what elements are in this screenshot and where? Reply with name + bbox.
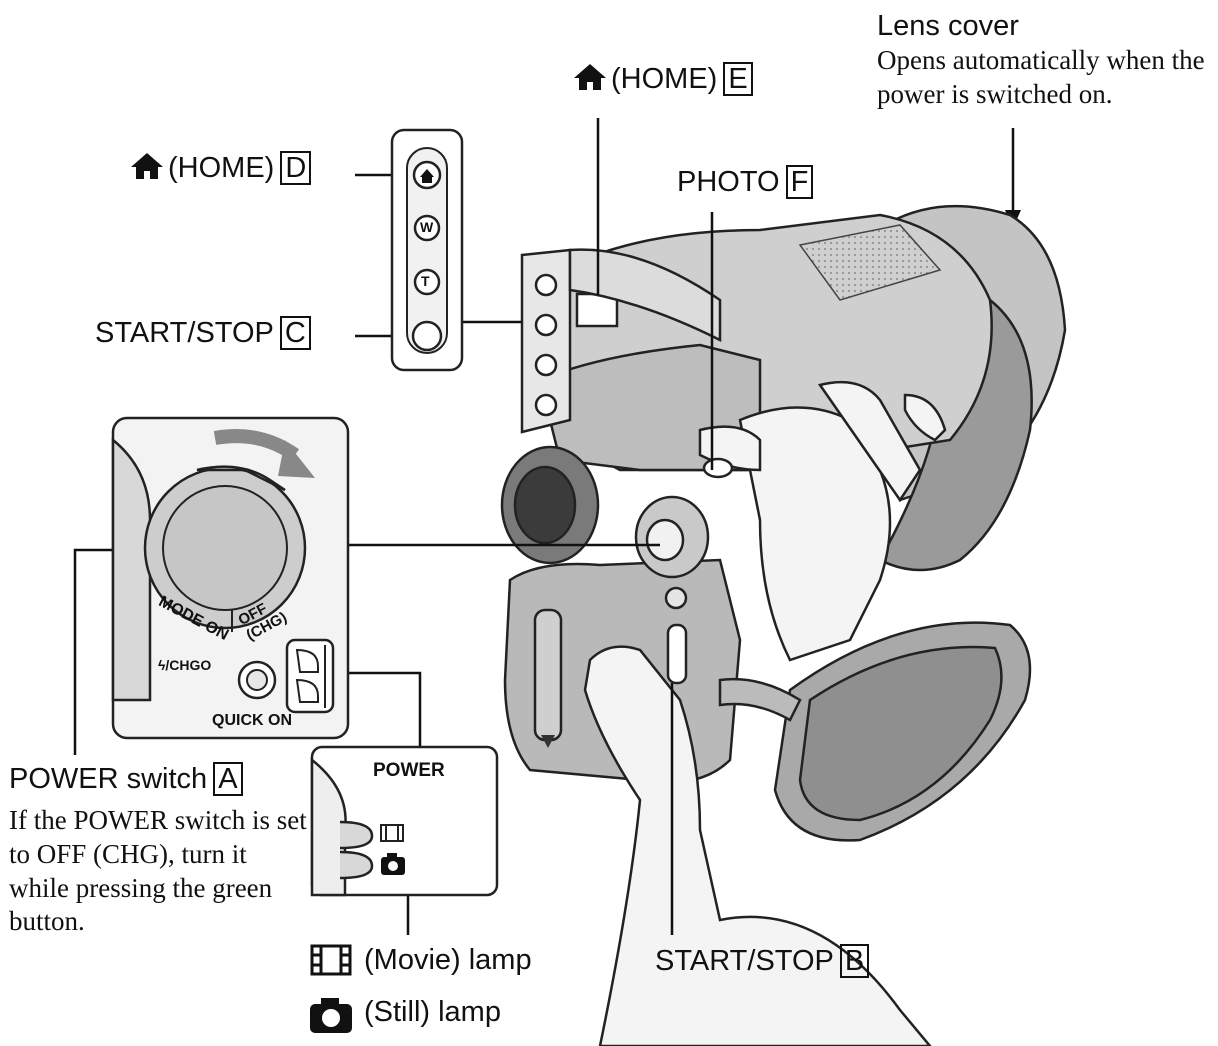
movie-icon bbox=[310, 944, 352, 976]
power-switch-note: If the POWER switch is set to OFF (CHG),… bbox=[9, 805, 307, 937]
camera-mode-dial bbox=[634, 457, 734, 685]
dial-quick-on: QUICK ON bbox=[212, 712, 292, 729]
photo-key: F bbox=[785, 165, 814, 200]
movie-icon bbox=[380, 824, 404, 842]
lcd-panel bbox=[520, 248, 722, 434]
movie-lamp-label: (Movie) lamp bbox=[364, 944, 532, 976]
home-icon bbox=[420, 169, 434, 183]
home-d-key: D bbox=[280, 151, 312, 186]
lens-cover-title: Lens cover bbox=[877, 10, 1019, 42]
lens-cover-description: Opens automatically when the power is sw… bbox=[877, 45, 1205, 109]
home-e-text: (HOME) bbox=[611, 63, 718, 95]
still-lamp-label: (Still) lamp bbox=[364, 996, 501, 1028]
home-icon bbox=[131, 153, 163, 179]
start-stop-c-text: START/STOP bbox=[95, 317, 274, 349]
photo-text: PHOTO bbox=[677, 166, 780, 198]
home-d-label: (HOME)D bbox=[130, 151, 312, 186]
still-camera-icon bbox=[381, 853, 405, 875]
home-e-key: E bbox=[723, 62, 753, 97]
dial-flash-chg: ϟ/CHGO bbox=[158, 657, 212, 673]
lcd-button-inset bbox=[390, 128, 464, 372]
lamp-panel-inset bbox=[310, 745, 499, 897]
start-stop-b-text: START/STOP bbox=[655, 945, 834, 977]
start-stop-b-key: B bbox=[839, 944, 870, 979]
power-dial-inset bbox=[111, 416, 350, 740]
zoom-t-button-label: T bbox=[421, 273, 430, 289]
zoom-w-button-label: W bbox=[420, 219, 434, 235]
power-switch-text: POWER switch bbox=[9, 763, 208, 795]
start-stop-c-key: C bbox=[279, 316, 311, 351]
still-camera-icon bbox=[310, 998, 352, 1033]
power-switch-key: A bbox=[213, 762, 243, 797]
home-d-text: (HOME) bbox=[168, 152, 275, 184]
lamp-panel-title: POWER bbox=[373, 760, 445, 781]
home-e-label: (HOME)E bbox=[573, 62, 753, 97]
home-icon bbox=[574, 64, 606, 90]
